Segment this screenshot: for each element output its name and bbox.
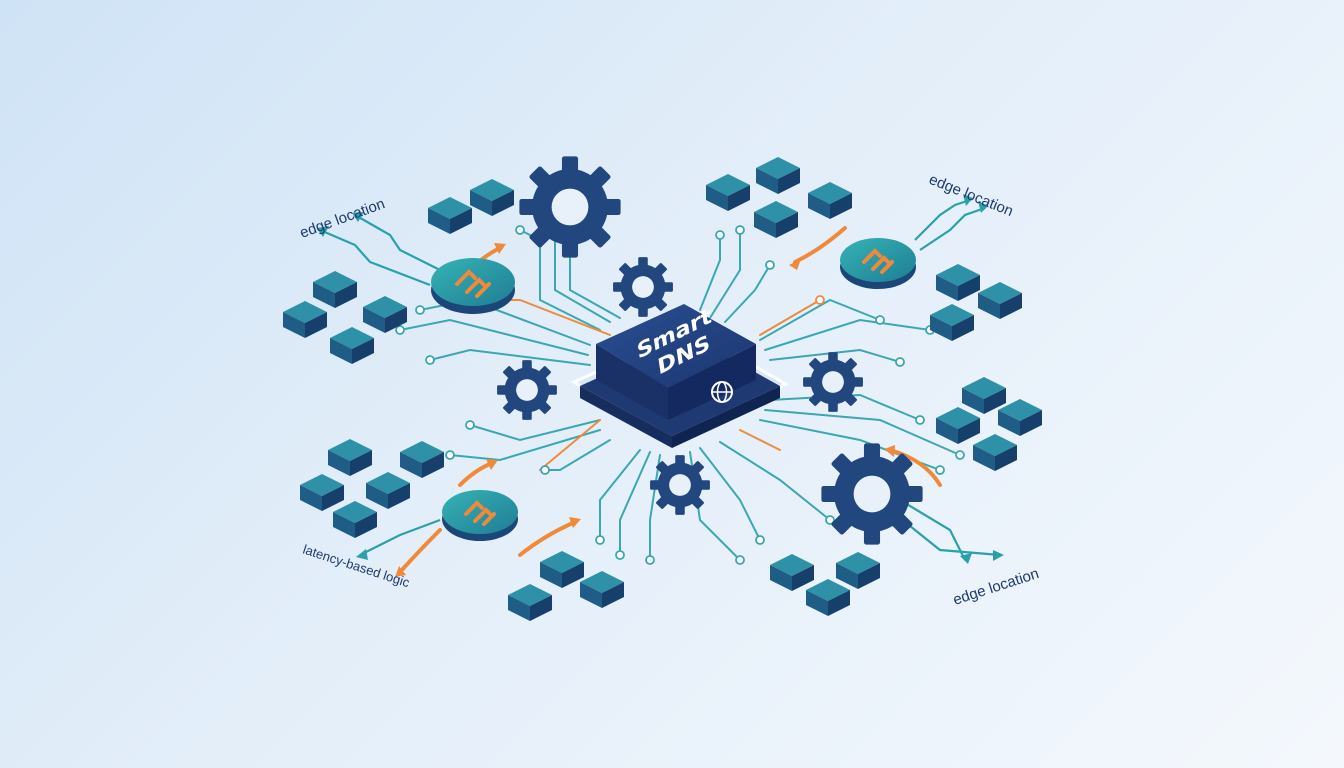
latency-node-icon — [431, 258, 515, 314]
label-edge-location-bottom-right: edge location — [951, 565, 1041, 609]
latency-node-icon — [840, 238, 916, 289]
gear-icon — [650, 455, 710, 515]
gear-icon — [821, 443, 923, 545]
arrow-heads — [317, 194, 1004, 564]
smart-dns-chip: Smart DNS — [570, 303, 790, 448]
label-edge-location-top-left: edge location — [298, 195, 388, 242]
gear-icon — [803, 352, 863, 412]
gear-icon — [613, 257, 673, 317]
label-latency-based-logic: latency-based logic — [301, 542, 412, 591]
gear-icon — [519, 156, 621, 258]
gear-icon — [497, 360, 557, 420]
globe-icon — [711, 381, 733, 403]
latency-node-icon — [442, 490, 518, 541]
latency-arrow-heads — [395, 243, 895, 577]
